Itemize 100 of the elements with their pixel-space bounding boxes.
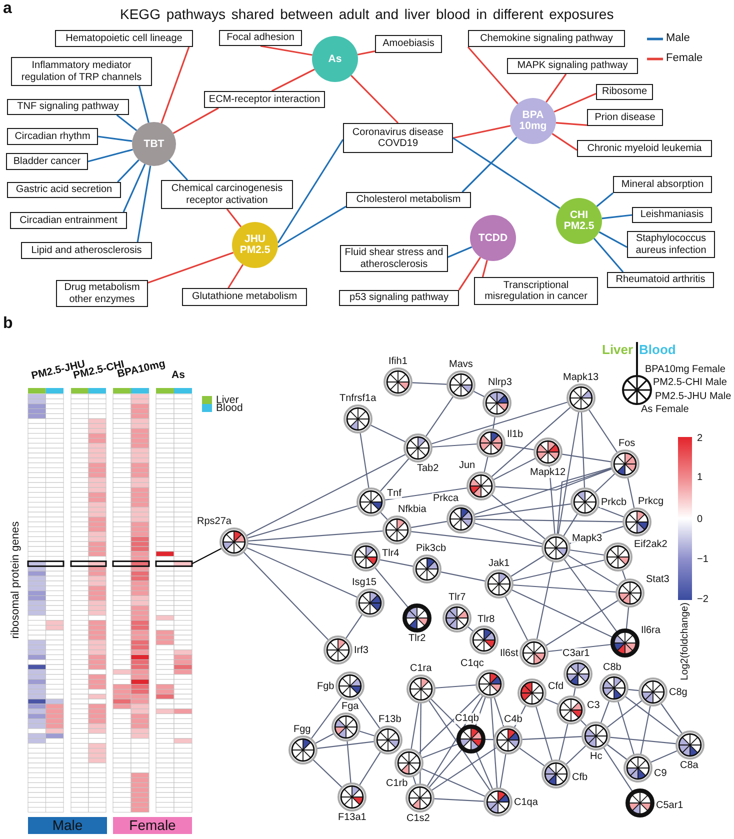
connector-line: [494, 468, 612, 491]
connector-line: [312, 759, 342, 788]
connector-line: [418, 693, 480, 754]
gene-label: Mapk13: [562, 372, 600, 383]
connector-line: [598, 231, 628, 248]
connector-line: [606, 700, 642, 728]
gene-label: C5ar1: [655, 800, 684, 810]
gene-label: C1qa: [513, 796, 539, 808]
connector-line: [603, 747, 633, 792]
pathway-box: Cholesterol metabolism: [346, 192, 471, 208]
connector-line: [556, 467, 612, 534]
gene-label: Prkcb: [600, 496, 628, 508]
connector-line: [610, 736, 676, 744]
gene-label: Jak1: [488, 558, 511, 569]
connector-line: [431, 402, 568, 444]
gene-label: Tlr4: [381, 548, 400, 558]
connector-line: [316, 741, 374, 749]
gene-label: C1rb: [385, 778, 409, 789]
key-label: PM2.5-JHU Male: [655, 390, 732, 402]
connector-line: [168, 160, 188, 181]
connector-line: [491, 406, 571, 478]
gene-label: Tnfrsf1a: [338, 393, 378, 404]
connector-line: [484, 456, 488, 473]
connector-line: [380, 458, 410, 492]
pathway-box: Transcriptional misregulation in cancer: [474, 277, 598, 305]
connector-line: [492, 416, 496, 430]
tick-label: 1: [697, 472, 703, 482]
pathway-box: Hematopoietic cell lineage: [55, 30, 193, 47]
gene-label: Irf3: [353, 644, 370, 656]
pathway-box: Ribosome: [596, 84, 653, 100]
connector-line: [558, 412, 580, 534]
pathway-box: Lipid and atherosclerosis: [21, 242, 152, 259]
tick-label: −1: [697, 554, 708, 564]
connector-line: [310, 696, 342, 740]
connector-line: [425, 396, 454, 437]
connector-line: [494, 697, 504, 727]
gene-label: C1ra: [409, 663, 433, 674]
connector-line: [510, 555, 544, 577]
gene-label: Ifih1: [388, 356, 408, 367]
connector-line: [474, 503, 572, 518]
connector-line: [593, 238, 624, 273]
gene-label: Mavs: [448, 359, 474, 370]
group-label-bar: Female: [113, 817, 192, 834]
connector-line: [360, 432, 370, 488]
connector-line: [172, 107, 219, 134]
connector-line: [598, 506, 624, 518]
connector-line: [594, 473, 616, 493]
legend-label: Male: [666, 32, 690, 45]
gene-label: Fgb: [316, 680, 336, 692]
exposure-circle: TBT: [132, 122, 176, 166]
connector-line: [345, 614, 363, 639]
connector-line: [122, 164, 146, 212]
connector-line: [410, 520, 448, 528]
pathway-box: Chronic myeloid leukemia: [577, 140, 712, 157]
legend-label: Blood: [216, 402, 243, 414]
connector-line: [260, 45, 312, 56]
gene-label: C4b: [503, 714, 524, 725]
column-header: As: [172, 370, 185, 382]
pathway-box: Focal adhesion: [219, 30, 302, 46]
connector-line: [357, 50, 376, 56]
tick-label: 0: [697, 514, 703, 524]
gene-label: C1s2: [406, 813, 431, 824]
connector-line: [271, 68, 315, 92]
pathway-box: Leishmaniasis: [632, 207, 712, 223]
gene-label: Isg15: [351, 577, 378, 588]
connector-line: [430, 698, 462, 730]
tissue-header: Liver: [602, 343, 634, 358]
connector-line: [243, 552, 329, 640]
pathway-box: TNF signaling pathway: [7, 99, 129, 115]
panel-letter: b: [3, 315, 13, 333]
connector-line: [600, 700, 610, 724]
connector-line: [504, 596, 528, 641]
gene-label: Il1b: [506, 428, 524, 440]
gene-label: Prkca: [432, 493, 460, 504]
connector-line: [346, 740, 352, 784]
connector-line: [246, 547, 358, 598]
connector-line: [640, 706, 651, 754]
connector-line: [192, 548, 222, 564]
connector-line: [546, 600, 618, 646]
gene-label: Tlr7: [448, 592, 467, 603]
connector-line: [384, 487, 468, 501]
pathway-box: Mineral absorption: [613, 176, 712, 193]
connector-line: [422, 768, 486, 797]
gene-label: Tlr8: [476, 614, 496, 625]
connector-line: [462, 136, 518, 193]
connector-line: [617, 701, 635, 755]
connector-line: [490, 698, 498, 788]
connector-line: [370, 424, 406, 442]
key-label: PM2.5-CHI Male: [653, 376, 727, 388]
gene-label: Il6ra: [640, 624, 662, 636]
connector-line: [226, 208, 242, 228]
connector-line: [428, 749, 462, 788]
group-label-bar: Male: [28, 817, 107, 834]
connector-line: [482, 260, 488, 278]
gene-label: Mapk12: [529, 467, 567, 478]
connector-line: [410, 531, 542, 547]
gene-label: C8b: [602, 662, 622, 673]
pathway-box: Amoebiasis: [375, 35, 442, 53]
gene-label: C3: [586, 700, 601, 710]
connector-line: [484, 738, 494, 740]
